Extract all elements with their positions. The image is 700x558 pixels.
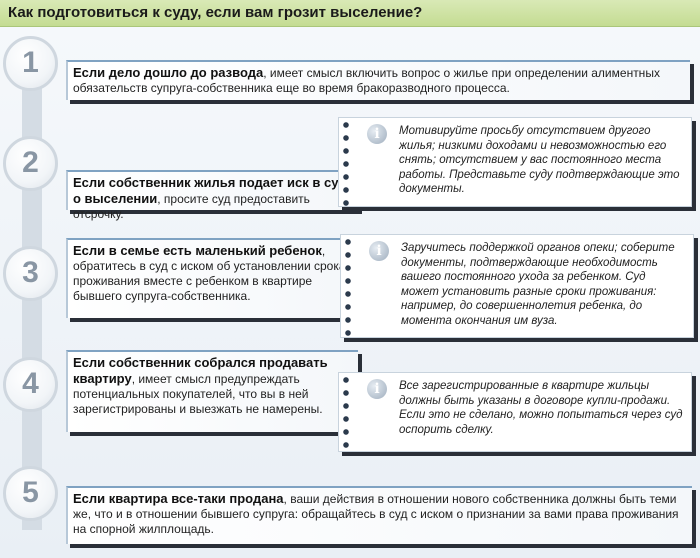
step-lead: Если собственник собрался продавать квар…	[73, 355, 328, 386]
step-circle-5: 5	[3, 466, 58, 521]
info-note-3: i Все зарегистрированные в квартире жиль…	[338, 372, 692, 452]
step-circle-2: 2	[3, 136, 58, 191]
info-icon: i	[367, 379, 387, 399]
step-text: , просите суд предоставить отсрочку.	[73, 192, 310, 221]
step-card-1: Если дело дошло до развода, имеет смысл …	[66, 60, 690, 100]
step-circle-1: 1	[3, 36, 58, 91]
step-card-4: Если собственник собрался продавать квар…	[66, 350, 358, 432]
step-circle-4: 4	[3, 357, 58, 412]
step-card-2: Если собственник жилья подает иск в суд …	[66, 170, 358, 221]
info-note-1: i Мотивируйте просьбу отсутствием другог…	[338, 117, 692, 207]
step-text: , имеет смысл включить вопрос о жилье пр…	[73, 66, 660, 95]
info-icon: i	[367, 124, 387, 144]
note-text: Заручитесь поддержкой органов опеки; соб…	[401, 242, 675, 327]
info-icon: i	[369, 241, 389, 261]
step-text: , имеет смысл предупреждать потенциальны…	[73, 372, 323, 416]
step-text: , обратитесь в суд с иском об установлен…	[73, 244, 346, 303]
info-note-2: i Заручитесь поддержкой органов опеки; с…	[340, 234, 694, 338]
step-number: 5	[22, 476, 39, 509]
step-number: 1	[22, 46, 39, 79]
step-circle-3: 3	[3, 246, 58, 301]
note-text: Все зарегистрированные в квартире жильцы…	[399, 380, 683, 436]
step-lead: Если дело дошло до развода	[73, 65, 264, 80]
step-text: , ваши действия в отношении нового собст…	[73, 492, 679, 536]
header-bar: Как подготовиться к суду, если вам грози…	[0, 0, 700, 27]
step-number: 2	[22, 146, 39, 179]
step-lead: Если в семье есть маленький ребенок	[73, 243, 322, 258]
step-number: 3	[22, 256, 39, 289]
step-lead: Если собственник жилья подает иск в суд …	[73, 175, 347, 206]
step-card-3: Если в семье есть маленький ребенок, обр…	[66, 238, 358, 318]
step-lead: Если квартира все-таки продана	[73, 491, 284, 506]
note-text: Мотивируйте просьбу отсутствием другого …	[399, 125, 680, 195]
step-card-5: Если квартира все-таки продана, ваши дей…	[66, 486, 692, 544]
page-title: Как подготовиться к суду, если вам грози…	[8, 4, 423, 21]
step-number: 4	[22, 367, 39, 400]
